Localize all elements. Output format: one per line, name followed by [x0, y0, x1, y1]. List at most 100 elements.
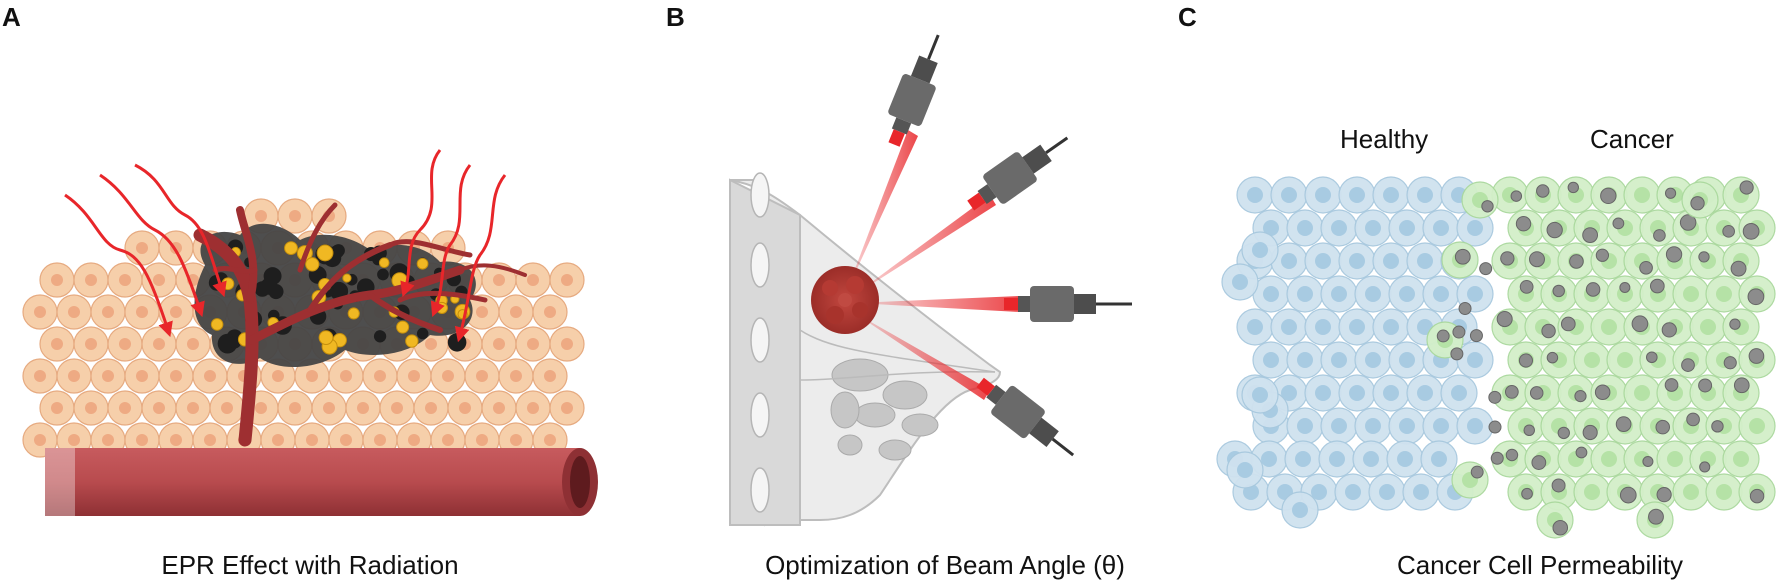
rib — [750, 392, 770, 438]
tissue-cell-nucleus — [68, 434, 80, 446]
tumor-dark-spot — [447, 333, 467, 352]
tissue-cell-nucleus — [561, 402, 573, 414]
tissue-cell-nucleus — [170, 306, 182, 318]
healthy-cell-nucleus — [1331, 352, 1347, 368]
tumor-dark-spot — [377, 268, 389, 281]
tissue-cell-nucleus — [119, 274, 131, 286]
tissue-cell-nucleus — [85, 402, 97, 414]
tissue-cell-nucleus — [51, 338, 63, 350]
nanoparticle-gray — [1690, 196, 1705, 211]
tissue-cell-nucleus — [476, 434, 488, 446]
healthy-cell-nucleus — [1315, 385, 1331, 401]
healthy-cell-nucleus — [1311, 484, 1327, 500]
tissue-cell-nucleus — [187, 338, 199, 350]
nanoparticle-gray — [1698, 251, 1710, 263]
tissue-cell-nucleus — [510, 306, 522, 318]
tissue-cell-nucleus — [34, 370, 46, 382]
tissue-cell-nucleus — [544, 434, 556, 446]
tissue-cell-nucleus — [289, 210, 301, 222]
nanoparticle-gray — [1739, 180, 1754, 195]
nanoparticle — [396, 320, 410, 334]
nanoparticle-gray — [1510, 190, 1523, 202]
tissue-cell-nucleus — [340, 434, 352, 446]
caption-a: EPR Effect with Radiation — [161, 550, 459, 580]
healthy-cell-nucleus — [1363, 451, 1379, 467]
rib — [750, 467, 770, 513]
nanoparticle-gray — [1470, 465, 1484, 479]
nanoparticle-gray — [1653, 229, 1666, 242]
nanoparticle — [416, 257, 429, 270]
tissue-cell-nucleus — [102, 306, 114, 318]
nanoparticle-gray — [1479, 262, 1493, 276]
healthy-cell-nucleus — [1433, 286, 1449, 302]
cancer-cell-nucleus — [1683, 484, 1699, 500]
tissue-cell-nucleus — [510, 370, 522, 382]
nanoparticle-gray — [1582, 227, 1599, 244]
tissue-cell-nucleus — [425, 338, 437, 350]
nanoparticle-gray — [1582, 424, 1598, 441]
healthy-cell-nucleus — [1467, 418, 1483, 434]
nanoparticle-gray — [1594, 384, 1611, 401]
tissue-cell-nucleus — [153, 274, 165, 286]
nanoparticle-gray — [1523, 424, 1535, 437]
tissue-cell-nucleus — [493, 402, 505, 414]
beam-1 — [845, 130, 918, 295]
nanoparticle-gray — [1575, 446, 1588, 459]
tissue-cell-nucleus — [119, 402, 131, 414]
tumor-dark-spot — [416, 327, 429, 340]
beam-4 — [850, 310, 990, 400]
healthy-cell-nucleus — [1252, 242, 1268, 258]
healthy-cell-nucleus — [1297, 286, 1313, 302]
healthy-cell-nucleus — [1247, 187, 1263, 203]
healthy-cell-nucleus — [1383, 187, 1399, 203]
healthy-cell-nucleus — [1349, 187, 1365, 203]
tissue-cell-nucleus — [510, 434, 522, 446]
nanoparticle-gray — [1711, 420, 1724, 433]
nanoparticle-gray — [1664, 378, 1679, 392]
nanoparticle-gray — [1560, 316, 1576, 332]
nanoparticle-gray — [1681, 358, 1695, 372]
healthy-cell-nucleus — [1417, 385, 1433, 401]
cancer-cell-nucleus — [1584, 484, 1600, 500]
nanoparticle-gray — [1574, 389, 1587, 403]
tissue-cell-nucleus — [493, 274, 505, 286]
tissue-cell-nucleus — [306, 370, 318, 382]
healthy-cell-nucleus — [1399, 220, 1415, 236]
nanoparticle-gray — [1649, 278, 1665, 294]
cancer-cell-nucleus — [1634, 187, 1650, 203]
tissue-cell-nucleus — [476, 306, 488, 318]
cancer-cells-green — [1426, 176, 1776, 539]
panel-a-illustration — [22, 149, 598, 516]
healthy-cell-nucleus — [1349, 319, 1365, 335]
beam-2 — [850, 195, 996, 298]
nanoparticle-gray — [1436, 329, 1450, 343]
cancer-label: Cancer — [1590, 124, 1674, 154]
nanoparticle-gray — [1661, 322, 1677, 338]
cancer-cell-nucleus — [1601, 319, 1617, 335]
healthy-cell-nucleus — [1365, 352, 1381, 368]
nanoparticle-gray — [1452, 325, 1466, 339]
radiation-arrows — [64, 149, 507, 343]
tissue-cell-nucleus — [544, 370, 556, 382]
healthy-cell-nucleus — [1263, 286, 1279, 302]
healthy-cell-nucleus — [1383, 385, 1399, 401]
tissue-cell-nucleus — [170, 370, 182, 382]
tissue-cell-nucleus — [476, 370, 488, 382]
healthy-cell-nucleus — [1365, 220, 1381, 236]
nanoparticle-gray — [1679, 214, 1697, 231]
healthy-cell-nucleus — [1263, 220, 1279, 236]
tissue-cell-nucleus — [153, 338, 165, 350]
healthy-cell-nucleus — [1315, 253, 1331, 269]
tissue-cell-nucleus — [408, 434, 420, 446]
radiation-beams — [845, 130, 1020, 400]
nanoparticle-gray — [1648, 508, 1664, 525]
tissue-cell-nucleus — [561, 338, 573, 350]
nanoparticle — [221, 277, 235, 291]
tumor-dark-spot — [263, 267, 282, 286]
nanoparticle-gray — [1518, 353, 1534, 368]
healthy-cell-nucleus — [1417, 187, 1433, 203]
nanoparticle-gray — [1490, 451, 1504, 465]
tissue-cell-nucleus — [187, 402, 199, 414]
caption-c: Cancer Cell Permeability — [1396, 550, 1684, 580]
tumor-b — [811, 266, 879, 334]
